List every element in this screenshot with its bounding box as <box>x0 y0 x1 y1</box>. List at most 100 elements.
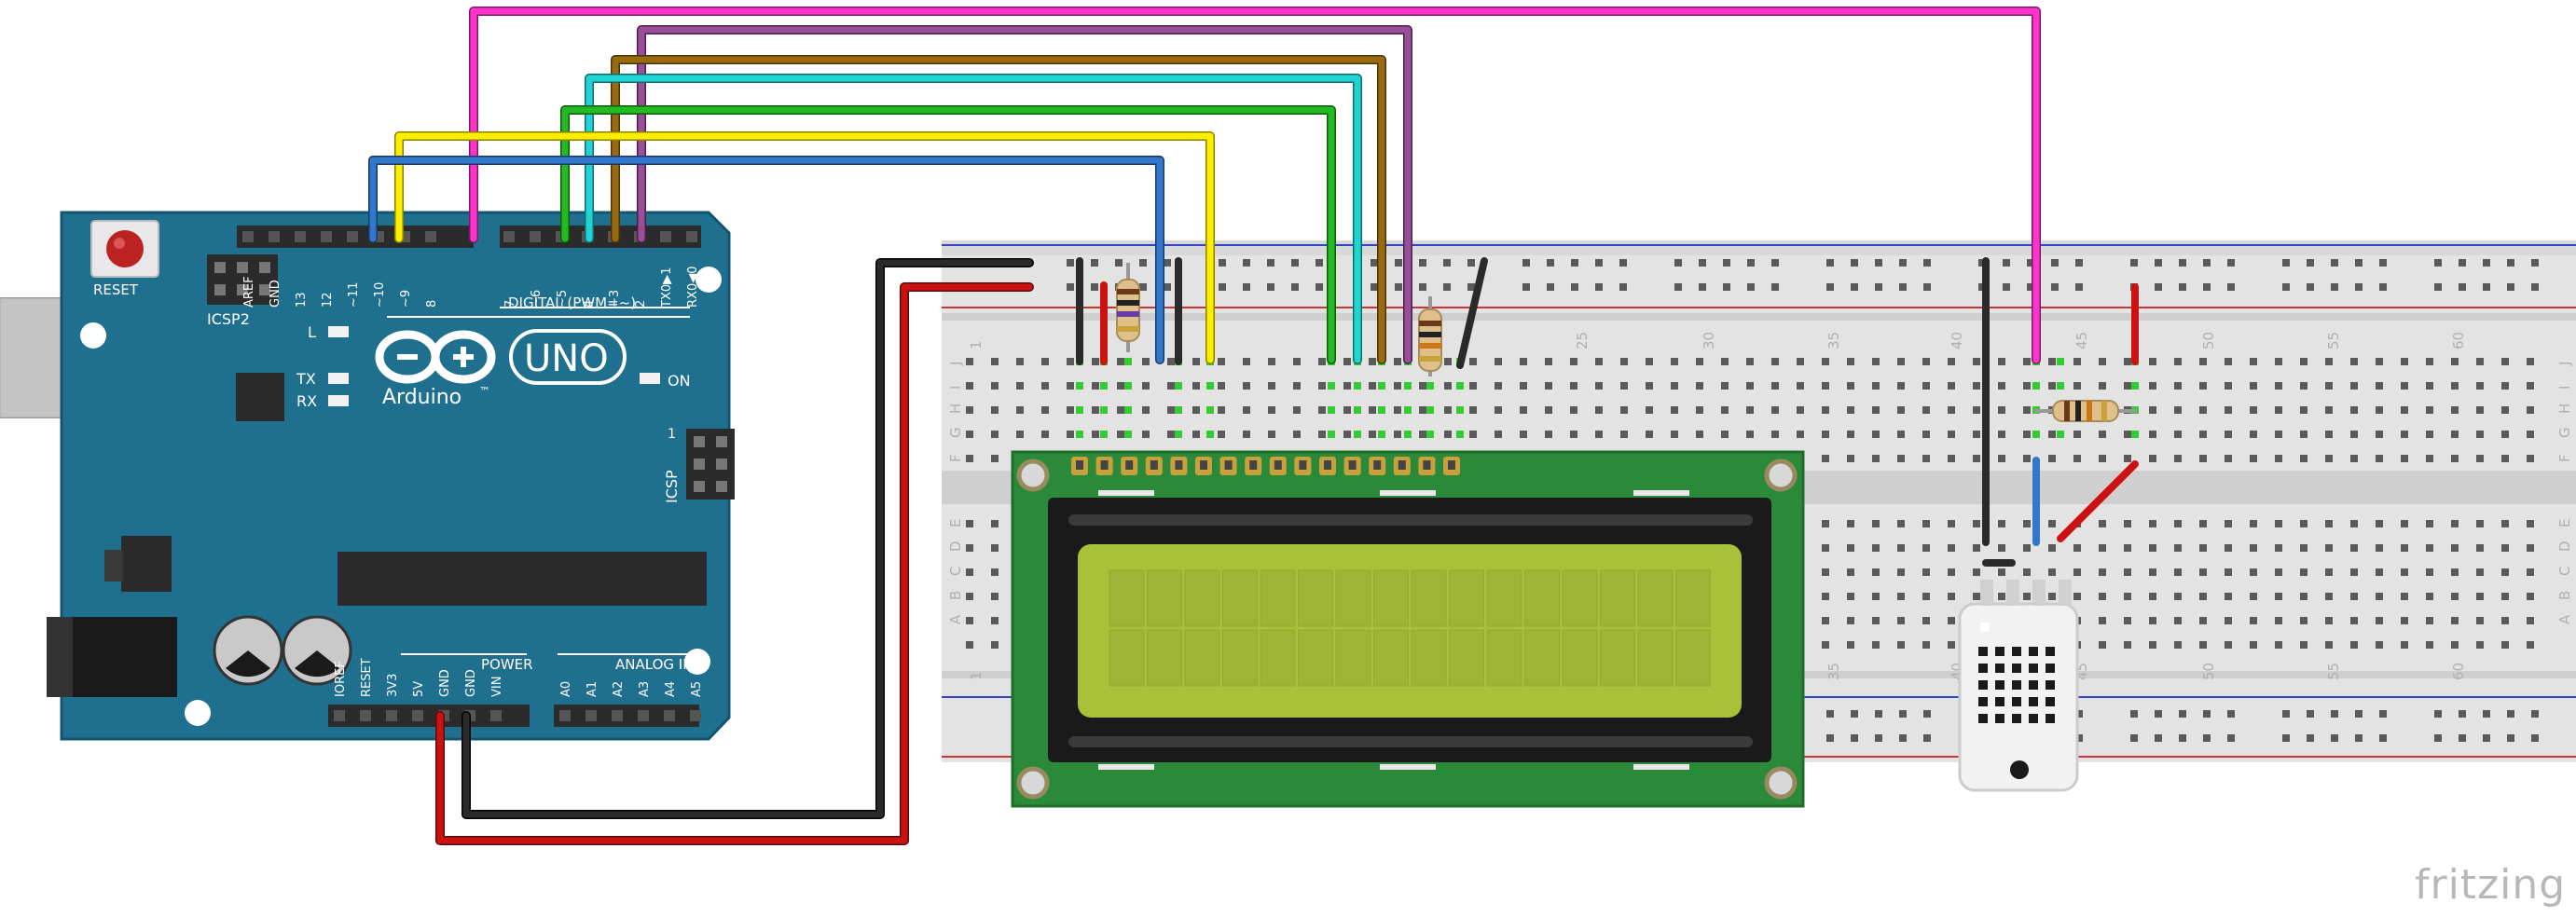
grid-hole[interactable] <box>2376 431 2383 438</box>
grid-hole[interactable] <box>2225 520 2232 527</box>
grid-hole[interactable] <box>2527 520 2534 527</box>
rail-hole[interactable] <box>1723 259 1730 267</box>
grid-hole[interactable] <box>1369 382 1376 390</box>
rail-hole[interactable] <box>1595 283 1603 291</box>
grid-hole[interactable] <box>1872 455 1880 462</box>
grid-hole[interactable] <box>2325 568 2333 576</box>
grid-hole[interactable] <box>2527 382 2534 390</box>
grid-hole[interactable] <box>2451 520 2459 527</box>
grid-hole[interactable] <box>2174 431 2182 438</box>
header-pin[interactable] <box>334 710 345 721</box>
grid-hole[interactable] <box>1973 455 1980 462</box>
grid-hole[interactable] <box>2250 406 2257 414</box>
grid-hole[interactable] <box>1192 358 1200 365</box>
grid-hole[interactable] <box>2350 406 2358 414</box>
grid-hole[interactable] <box>991 641 999 649</box>
grid-hole[interactable] <box>2401 593 2408 600</box>
grid-hole[interactable] <box>2426 568 2433 576</box>
grid-hole[interactable] <box>1495 431 1502 438</box>
grid-hole[interactable] <box>2174 544 2182 552</box>
rail-hole[interactable] <box>2331 710 2338 718</box>
grid-hole[interactable] <box>2099 455 2106 462</box>
grid-hole[interactable] <box>2476 520 2484 527</box>
grid-hole[interactable] <box>2426 455 2433 462</box>
rail-hole[interactable] <box>1467 283 1475 291</box>
grid-hole[interactable] <box>2325 641 2333 649</box>
grid-hole[interactable] <box>1897 617 1905 624</box>
grid-hole[interactable] <box>1620 382 1628 390</box>
grid-hole[interactable] <box>2023 544 2031 552</box>
grid-hole[interactable] <box>2275 431 2282 438</box>
grid-hole[interactable] <box>2275 544 2282 552</box>
grid-hole[interactable] <box>2325 544 2333 552</box>
grid-hole[interactable] <box>1948 617 1955 624</box>
grid-hole[interactable] <box>1872 593 1880 600</box>
rail-hole[interactable] <box>1674 283 1682 291</box>
header-pin[interactable] <box>386 710 397 721</box>
grid-hole[interactable] <box>1847 455 1854 462</box>
grid-hole[interactable] <box>2325 617 2333 624</box>
grid-hole[interactable] <box>1117 382 1124 390</box>
grid-hole[interactable] <box>2325 431 2333 438</box>
grid-hole[interactable] <box>1922 544 1930 552</box>
rail-hole[interactable] <box>2434 710 2442 718</box>
grid-hole[interactable] <box>1570 431 1577 438</box>
rail-hole[interactable] <box>1419 283 1426 291</box>
grid-hole[interactable] <box>991 617 999 624</box>
grid-hole[interactable] <box>1369 431 1376 438</box>
grid-hole[interactable] <box>2325 455 2333 462</box>
rail-hole[interactable] <box>2531 259 2539 267</box>
grid-hole[interactable] <box>2476 455 2484 462</box>
grid-hole[interactable] <box>991 520 999 527</box>
header-pin[interactable] <box>690 710 701 721</box>
grid-hole[interactable] <box>1192 406 1200 414</box>
grid-hole[interactable] <box>1243 382 1250 390</box>
grid-hole[interactable] <box>2199 520 2207 527</box>
grid-hole[interactable] <box>966 358 973 365</box>
rail-hole[interactable] <box>2483 283 2490 291</box>
rail-hole[interactable] <box>1395 259 1402 267</box>
rail-hole[interactable] <box>2130 259 2138 267</box>
grid-hole[interactable] <box>1067 431 1074 438</box>
rail-hole[interactable] <box>2179 259 2186 267</box>
header-pin[interactable] <box>612 710 623 721</box>
grid-hole[interactable] <box>2174 358 2182 365</box>
rail-hole[interactable] <box>1067 259 1074 267</box>
grid-hole[interactable] <box>2124 358 2131 365</box>
grid-hole[interactable] <box>1243 358 1250 365</box>
rail-hole[interactable] <box>1923 283 1931 291</box>
grid-hole[interactable] <box>2325 382 2333 390</box>
grid-hole[interactable] <box>2350 544 2358 552</box>
grid-hole[interactable] <box>2124 455 2131 462</box>
grid-hole[interactable] <box>1671 406 1678 414</box>
rail-hole[interactable] <box>1923 710 1931 718</box>
grid-hole[interactable] <box>1897 568 1905 576</box>
grid-hole[interactable] <box>1646 406 1653 414</box>
grid-hole[interactable] <box>1419 431 1426 438</box>
grid-hole[interactable] <box>2225 382 2232 390</box>
grid-hole[interactable] <box>2073 568 2081 576</box>
grid-hole[interactable] <box>2073 455 2081 462</box>
grid-hole[interactable] <box>1872 617 1880 624</box>
grid-hole[interactable] <box>1847 520 1854 527</box>
grid-hole[interactable] <box>1922 431 1930 438</box>
grid-hole[interactable] <box>1092 406 1099 414</box>
grid-hole[interactable] <box>2250 520 2257 527</box>
grid-hole[interactable] <box>2149 544 2156 552</box>
rail-hole[interactable] <box>2307 283 2314 291</box>
grid-hole[interactable] <box>1218 358 1225 365</box>
rail-hole[interactable] <box>1771 283 1779 291</box>
grid-hole[interactable] <box>2350 382 2358 390</box>
grid-hole[interactable] <box>1973 382 1980 390</box>
grid-hole[interactable] <box>2426 431 2433 438</box>
grid-hole[interactable] <box>1092 358 1099 365</box>
grid-hole[interactable] <box>2023 593 2031 600</box>
grid-hole[interactable] <box>1948 544 1955 552</box>
grid-hole[interactable] <box>2300 593 2307 600</box>
grid-hole[interactable] <box>1293 382 1301 390</box>
grid-hole[interactable] <box>1520 382 1527 390</box>
grid-hole[interactable] <box>1948 358 1955 365</box>
grid-hole[interactable] <box>966 617 973 624</box>
grid-hole[interactable] <box>1419 382 1426 390</box>
grid-hole[interactable] <box>2073 544 2081 552</box>
